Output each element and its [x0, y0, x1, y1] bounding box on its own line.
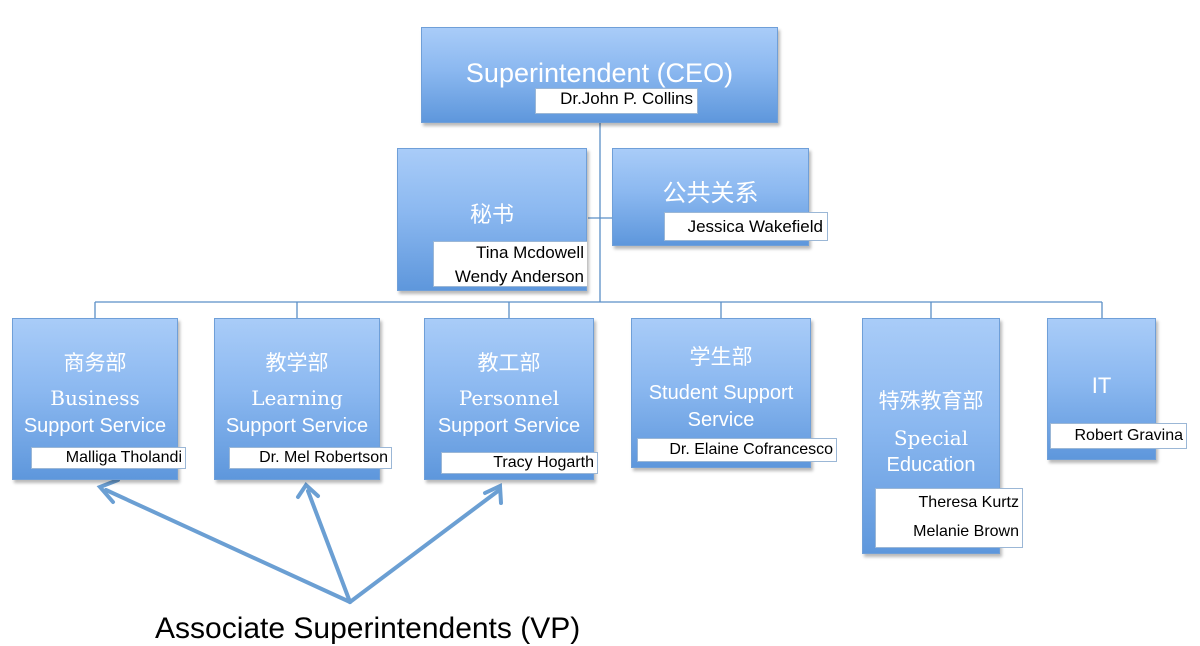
department-head-it: Robert Gravina: [1050, 423, 1187, 449]
secretary-names: Tina Mcdowell Wendy Anderson: [433, 241, 587, 287]
secretary-title: 秘书: [469, 203, 514, 228]
ceo-name: Dr.John P. Collins: [535, 88, 698, 114]
department-cn-title: 教学部: [265, 351, 329, 375]
arrow-to-personnel: [348, 489, 500, 604]
arrow-to-learning: [306, 489, 352, 604]
secretary-name-1: Tina Mcdowell: [475, 243, 584, 262]
department-en-line-1: Business: [50, 386, 140, 410]
public-relations-title: 公共关系: [662, 179, 759, 207]
department-cn-title: 特殊教育部: [878, 389, 984, 413]
connector-lines: [94, 123, 1103, 604]
department-en-line-2: Service: [687, 409, 755, 431]
department-en-line-2: Education: [886, 454, 976, 476]
ceo-title: Superintendent (CEO): [465, 58, 734, 88]
department-en-line-1: Personnel: [458, 386, 560, 410]
department-en-line-2: Support Service: [225, 415, 369, 437]
department-head-special-education-2: Melanie Brown: [913, 523, 1019, 540]
department-cn-title: 学生部: [689, 345, 753, 369]
department-en-line-1: Learning: [251, 386, 343, 410]
department-head-personnel: Tracy Hogarth: [441, 452, 598, 474]
department-head-student: Dr. Elaine Cofrancesco: [637, 438, 837, 462]
department-en-line-2: Support Service: [437, 415, 581, 437]
department-head-special-education-1: Theresa Kurtz: [918, 494, 1019, 511]
associate-superintendents-label: Associate Superintendents (VP): [155, 612, 581, 645]
department-en-line-1: Student Support: [648, 382, 794, 404]
arrow-to-business: [104, 488, 352, 604]
department-heads-special-education: Theresa Kurtz Melanie Brown: [875, 488, 1023, 548]
department-en-line-1: IT: [1091, 373, 1112, 398]
department-head-learning: Dr. Mel Robertson: [229, 447, 392, 469]
department-cn-title: 商务部: [63, 351, 127, 375]
department-cn-title: 教工部: [477, 351, 541, 375]
department-en-line-1: Special: [893, 426, 969, 450]
secretary-name-2: Wendy Anderson: [454, 267, 584, 286]
department-en-line-2: Support Service: [23, 415, 167, 437]
department-head-business: Malliga Tholandi: [31, 447, 186, 469]
public-relations-name: Jessica Wakefield: [664, 212, 828, 241]
